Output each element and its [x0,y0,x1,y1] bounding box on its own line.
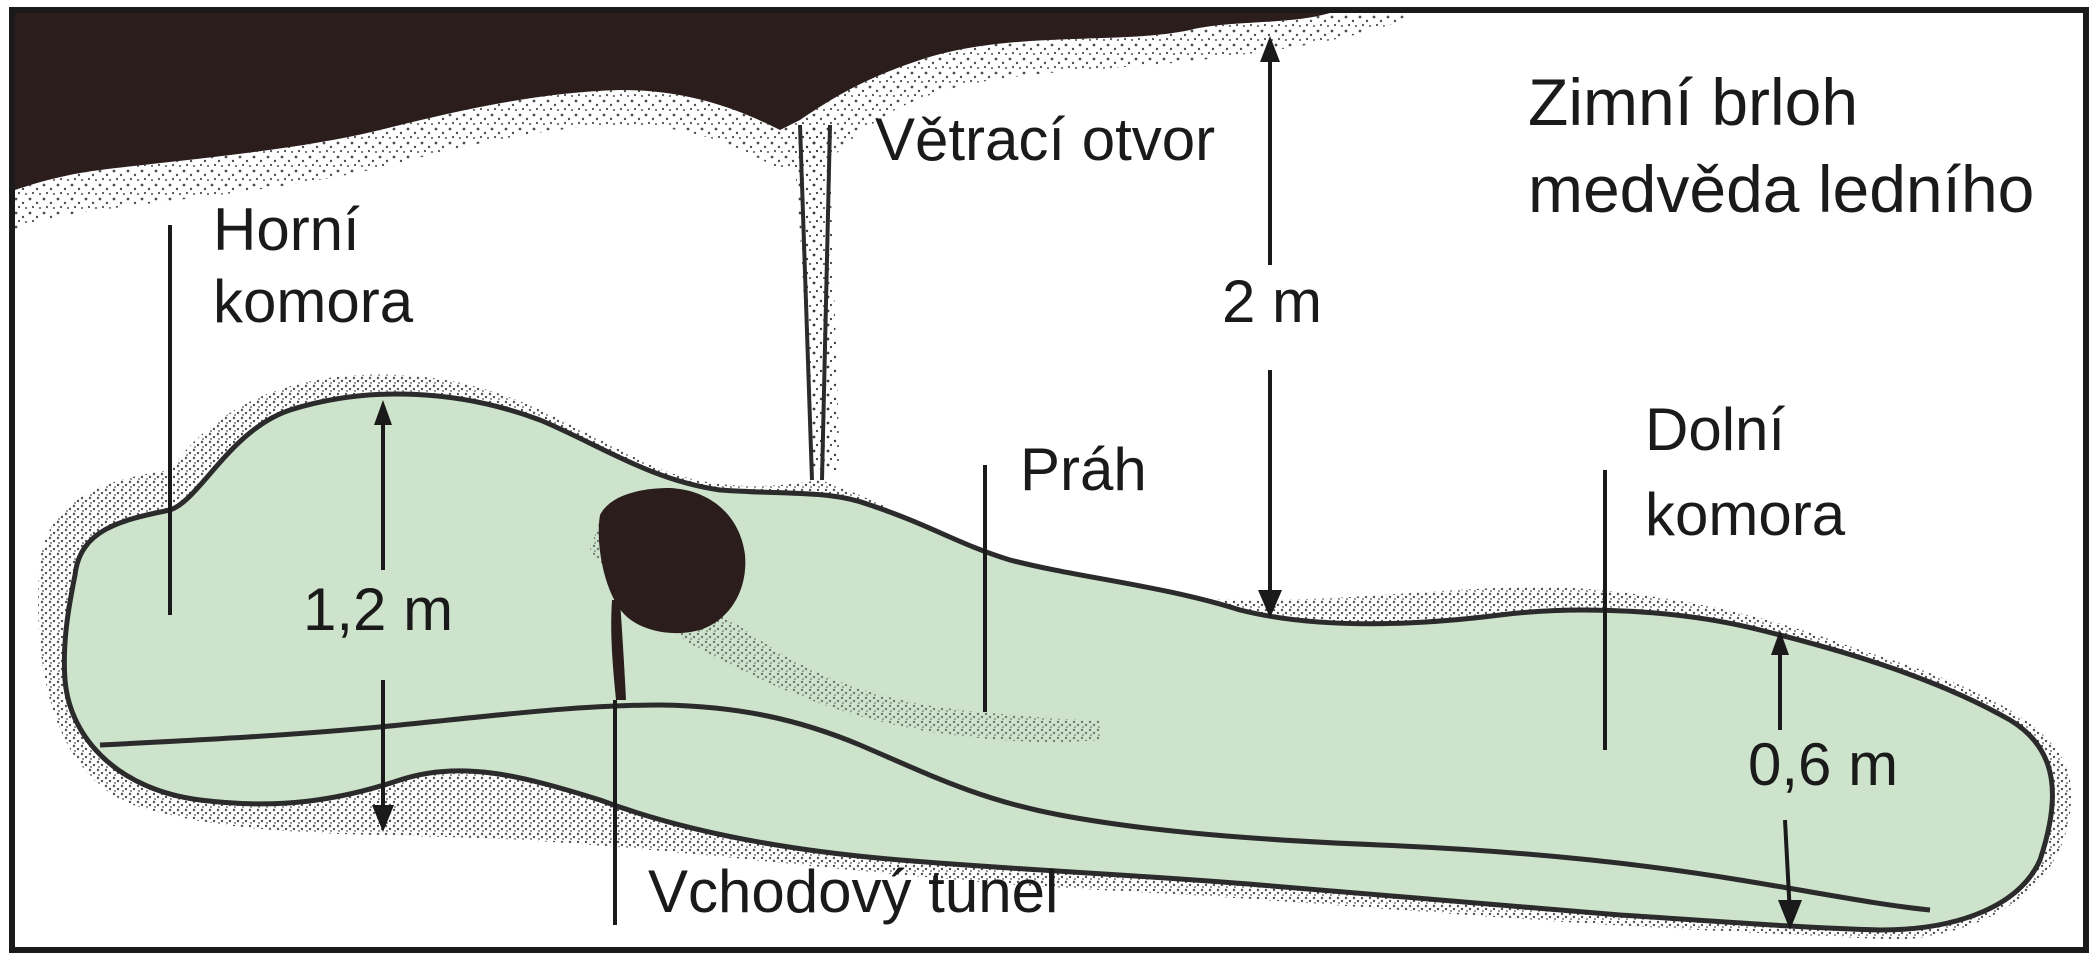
title-line-2: medvěda ledního [1528,152,2034,226]
lower-height-label: 0,6 m [1748,731,1898,798]
lower-chamber-label-line-2: komora [1645,481,1846,548]
upper-height-label: 1,2 m [303,576,453,643]
lower-chamber-label-line-1: Dolní [1645,396,1785,463]
threshold-label: Práh [1020,436,1147,503]
upper-chamber-label-line-2: komora [213,268,414,335]
vent-label: Větrací otvor [875,106,1215,173]
upper-chamber-label-line-1: Horní [213,196,360,263]
title-line-1: Zimní brloh [1528,65,1858,139]
snow-depth-label: 2 m [1222,268,1322,335]
entrance-tunnel-label: Vchodový tunel [648,858,1058,925]
